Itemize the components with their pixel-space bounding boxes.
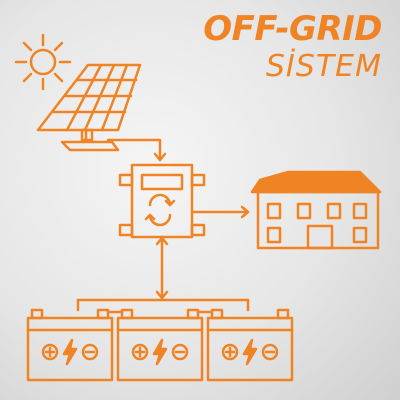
inverter-icon [118, 163, 206, 239]
solar-panel-icon [36, 63, 142, 152]
battery-icon [206, 308, 294, 382]
wire-inverter-to-batteries [76, 235, 250, 302]
battery-icon [26, 308, 114, 382]
title-line-1: OFF-GRID [203, 9, 382, 49]
house-icon [250, 170, 382, 250]
title-block: OFF-GRID SİSTEM [203, 12, 382, 82]
wire-inverter-to-house [190, 205, 250, 219]
title-line-2: SİSTEM [265, 49, 382, 84]
battery-icon [116, 308, 204, 382]
battery-interconnect [76, 298, 250, 314]
sun-icon [14, 33, 72, 91]
wire-panel-to-inverter [106, 138, 167, 162]
